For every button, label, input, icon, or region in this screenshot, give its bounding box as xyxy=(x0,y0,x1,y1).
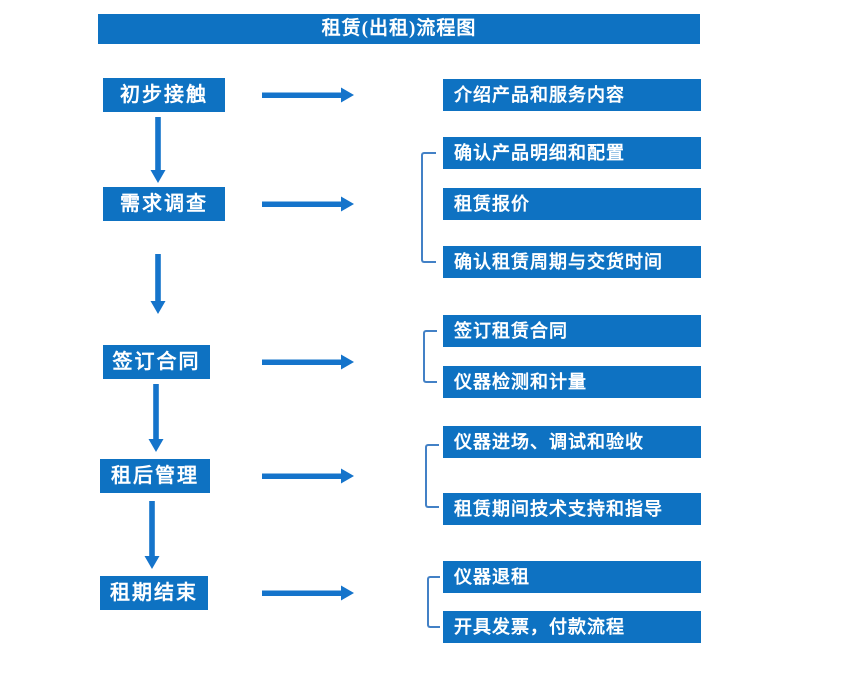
stage-box-demand-survey: 需求调查 xyxy=(103,187,225,221)
title-banner: 租赁(出租)流程图 xyxy=(98,14,700,44)
output-box-confirm-details: 确认产品明细和配置 xyxy=(443,137,701,169)
output-box-introduce-products: 介绍产品和服务内容 xyxy=(443,79,701,111)
down-arrow-icon xyxy=(148,384,164,452)
right-arrow-icon xyxy=(262,196,354,212)
right-arrow-icon xyxy=(262,354,354,370)
output-box-rental-quote: 租赁报价 xyxy=(443,188,701,220)
output-box-instrument-testing: 仪器检测和计量 xyxy=(443,366,701,398)
down-arrow-icon xyxy=(150,117,166,183)
down-arrow-icon xyxy=(144,501,160,569)
output-box-tech-support: 租赁期间技术支持和指导 xyxy=(443,493,701,525)
output-box-instrument-return: 仪器退租 xyxy=(443,561,701,593)
right-arrow-icon xyxy=(262,468,354,484)
stage-box-post-rental-management: 租后管理 xyxy=(100,459,210,493)
stage-box-initial-contact: 初步接触 xyxy=(103,78,225,112)
group-bracket xyxy=(427,576,440,628)
right-arrow-icon xyxy=(262,585,354,601)
group-bracket xyxy=(425,444,439,508)
down-arrow-icon xyxy=(150,254,166,314)
output-box-confirm-period: 确认租赁周期与交货时间 xyxy=(443,246,701,278)
right-arrow-icon xyxy=(262,87,354,103)
stage-box-sign-contract: 签订合同 xyxy=(103,345,210,379)
stage-box-lease-end: 租期结束 xyxy=(100,576,208,610)
group-bracket xyxy=(423,330,437,383)
output-box-instrument-setup: 仪器进场、调试和验收 xyxy=(443,426,701,458)
output-box-sign-rental-contract: 签订租赁合同 xyxy=(443,315,701,347)
output-box-invoice-payment: 开具发票，付款流程 xyxy=(443,611,701,643)
group-bracket xyxy=(421,152,436,263)
